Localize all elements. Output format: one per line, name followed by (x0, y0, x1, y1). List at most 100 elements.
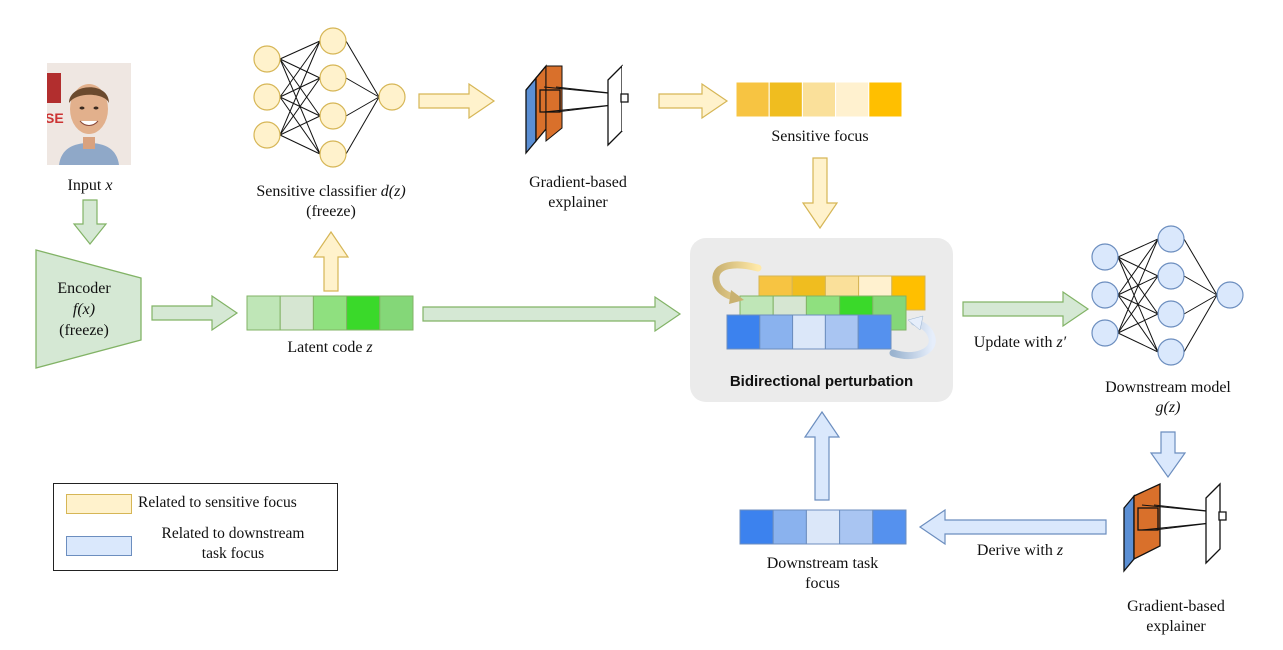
derive-variable: z (1056, 542, 1064, 559)
classifier-node (253, 121, 281, 149)
downstream-focus-cell (839, 509, 874, 545)
downstream-model-network (1117, 238, 1218, 353)
downstream-edge (1183, 238, 1218, 296)
classifier-node (319, 64, 347, 92)
explainer-bottom-line2: explainer (1146, 618, 1206, 635)
input-face-image: SE (47, 63, 131, 165)
sensitive-focus-cell (801, 81, 837, 118)
legend: Related to sensitive focus Related to do… (53, 483, 338, 571)
classifier-node (319, 140, 347, 168)
arrow-perturbation-to-downstream (962, 290, 1090, 328)
downstream-model-label: Downstream model g(z) (1083, 378, 1253, 418)
latent-cell (379, 295, 414, 331)
downstream-edge (1117, 238, 1159, 258)
classifier-edge (345, 96, 380, 155)
downstream-edge (1183, 294, 1218, 353)
classifier-edge (279, 77, 321, 136)
downstream-focus-cell (805, 509, 841, 545)
curve-arrowhead-blue (907, 315, 924, 331)
explainer-bottom-line1: Gradient-based (1127, 598, 1225, 615)
latent-cell (312, 295, 348, 331)
sensitive-classifier-label: Sensitive classifier d(z) (freeze) (226, 182, 436, 222)
legend-label-sensitive: Related to sensitive focus (138, 494, 297, 511)
explainer-top-line1: Gradient-based (529, 174, 627, 191)
downstream-edge (1117, 332, 1159, 353)
legend-swatch-sensitive (66, 494, 132, 514)
downstream-node (1157, 338, 1185, 366)
downstream-focus-line1: Downstream task (766, 555, 879, 572)
downstream-model-text: Downstream model (1105, 379, 1231, 396)
latent-cell (246, 295, 281, 331)
legend-label-downstream-line1: Related to downstream (161, 525, 305, 542)
downstream-edge (1117, 238, 1159, 334)
legend-swatch-downstream (66, 536, 132, 556)
latent-variable: z (366, 339, 373, 356)
classifier-edge (345, 96, 380, 117)
sensitive-focus-cell (768, 81, 803, 118)
downstream-focus-cell (739, 509, 774, 545)
update-with-label: Update with z′ (955, 333, 1085, 353)
downstream-focus-vector (739, 509, 907, 545)
downstream-node (1157, 262, 1185, 290)
arrow-classifier-to-explainer (418, 82, 496, 120)
downstream-focus-cell (772, 509, 807, 545)
input-label: Input x (30, 176, 150, 196)
downstream-focus-cell (872, 509, 907, 545)
classifier-edge (345, 77, 380, 98)
downstream-edge (1117, 238, 1159, 296)
perturbation-downstream-vector (726, 314, 892, 350)
pert-downstream-cell (824, 314, 859, 350)
downstream-model-function: g(z) (1155, 399, 1181, 416)
latent-code-text: Latent code (287, 339, 363, 356)
downstream-model-nodes (1091, 225, 1244, 366)
input-label-text: Input (67, 177, 102, 194)
latent-cell (346, 295, 381, 331)
legend-label-downstream: Related to downstream task focus (138, 524, 328, 564)
sensitive-focus-cell (868, 81, 903, 118)
downstream-node (1091, 243, 1119, 271)
explainer-top-line2: explainer (548, 194, 608, 211)
arrow-downstream-model-down (1149, 431, 1187, 479)
downstream-edge (1183, 294, 1218, 315)
sensitive-focus-vector (735, 81, 903, 118)
explainer-top-label: Gradient-based explainer (508, 173, 648, 213)
sensitive-classifier-network (279, 40, 380, 155)
classifier-edge (279, 134, 321, 155)
classifier-edge (279, 115, 321, 136)
arrow-latent-to-classifier (312, 230, 350, 292)
sensitive-classifier-nodes (253, 27, 406, 168)
input-variable: x (105, 177, 113, 194)
latent-cell (279, 295, 314, 331)
downstream-focus-line2: focus (805, 575, 840, 592)
downstream-node (1091, 281, 1119, 309)
downstream-edge (1117, 313, 1159, 334)
derive-with-text: Derive with (976, 542, 1053, 559)
downstream-node (1157, 300, 1185, 328)
downstream-node (1157, 225, 1185, 253)
latent-code-label: Latent code z (250, 338, 410, 358)
encoder-block (35, 249, 142, 369)
classifier-edge (279, 40, 321, 60)
pert-downstream-cell (759, 314, 794, 350)
arrow-latent-to-perturbation (422, 295, 682, 333)
downstream-node (1091, 319, 1119, 347)
classifier-edge (345, 40, 380, 98)
classifier-node (253, 83, 281, 111)
legend-label-downstream-line2: task focus (201, 545, 265, 562)
downstream-focus-label: Downstream task focus (735, 554, 910, 594)
arrow-explainer-to-sensitive-focus (658, 82, 729, 120)
encoder-freeze: (freeze) (59, 322, 109, 339)
downstream-edge (1117, 275, 1159, 334)
downstream-edge (1183, 275, 1218, 296)
encoder-title: Encoder (57, 280, 111, 297)
classifier-edge (279, 40, 321, 98)
update-variable: z′ (1056, 334, 1067, 351)
arrow-encoder-to-latent (151, 294, 239, 332)
curve-arrowhead-yellow (729, 290, 744, 304)
pert-downstream-cell (726, 314, 761, 350)
gradient-explainer-icon-top (525, 64, 634, 155)
update-with-text: Update with (973, 334, 1053, 351)
arrow-sensitive-focus-down (801, 157, 839, 230)
arrow-explainer-to-downstream-focus (918, 508, 1107, 546)
